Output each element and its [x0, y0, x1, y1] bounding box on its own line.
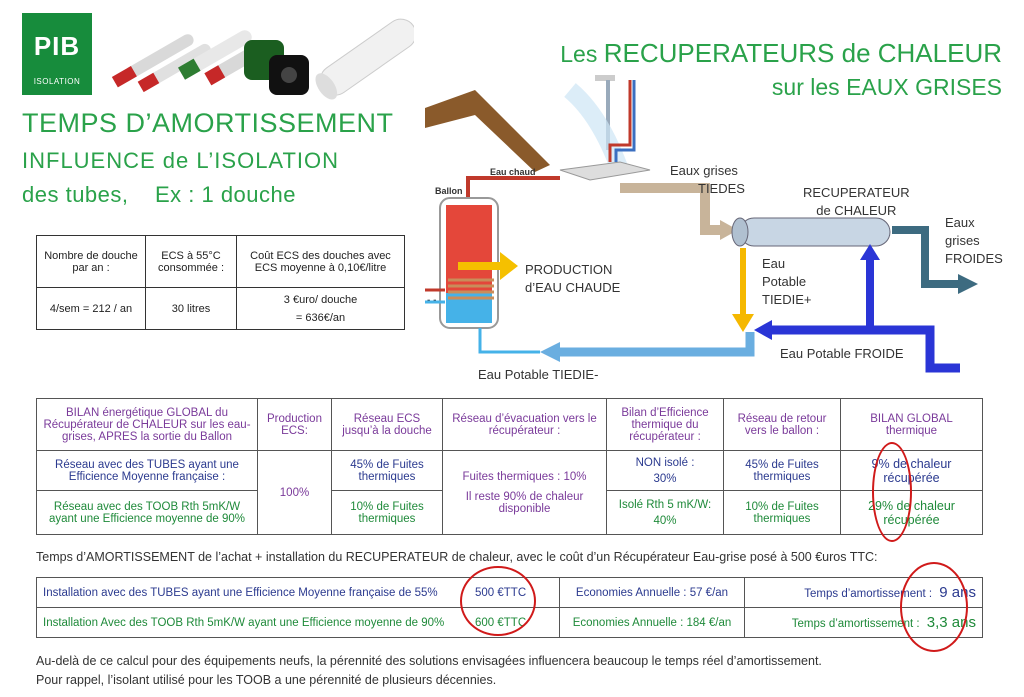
t2-header-global: BILAN GLOBAL thermique — [840, 398, 983, 451]
grey-water-cold-arrow — [892, 226, 960, 288]
highlight-global-ellipse — [872, 442, 912, 542]
page-subtitle-example: des tubes, Ex : 1 douche — [22, 182, 296, 207]
page-subtitle: INFLUENCE de L’ISOLATION — [22, 148, 340, 173]
shower-head-icon — [595, 75, 615, 81]
t2-row1-label: Réseau avec des TUBES ayant une Efficien… — [36, 450, 258, 491]
label-ballon: Ballon — [435, 186, 463, 196]
potable-tiedie-plus-arrow — [740, 248, 746, 318]
right-title-line2: sur les EAUX GRISES — [771, 74, 1002, 100]
global-energy-balance-table: BILAN énergétique GLOBAL du Récupérateur… — [36, 398, 983, 535]
t2-row2-ecs: 10% de Fuites thermiques — [331, 490, 443, 535]
label-minus-sign: - - — [427, 295, 437, 306]
t2-header-efficience: Bilan d’Efficience thermique du récupéra… — [606, 398, 724, 451]
table1-header-ecs: ECS à 55°C consommée : — [145, 235, 237, 288]
label-eau-potable-froide: Eau Potable FROIDE — [780, 346, 904, 361]
production-arrow-icon — [500, 252, 518, 280]
t3-row1-eco: Economies Annuelle : 57 €/an — [559, 577, 745, 608]
shower-tray-icon — [559, 161, 651, 181]
t2-row2-efficience: Isolé Rth 5 mK/W: 40% — [606, 490, 724, 535]
t2-header-production: Production ECS: — [257, 398, 332, 451]
label-eaux-grises-tiedes: Eaux grises TIEDES — [670, 163, 745, 196]
potable-tiedie-minus-arrow — [560, 332, 755, 357]
heat-recovery-diagram — [425, 75, 978, 373]
page-title: TEMPS D’AMORTISSEMENT — [22, 108, 394, 138]
highlight-time-ellipse — [900, 562, 968, 652]
footer-line1: Au-delà de ce calcul pour des équipement… — [36, 654, 822, 668]
grey-water-warm-arrow — [620, 183, 725, 235]
label-recuperateur: RECUPERATEUR de CHALEUR — [803, 185, 910, 218]
shower-cost-table: Nombre de douche par an : ECS à 55°C con… — [36, 235, 405, 330]
t2-evacuation-value: Fuites thermiques : 10% Il reste 90% de … — [442, 450, 607, 535]
heating-coil — [448, 278, 494, 300]
t2-header-reseau-ecs: Réseau ECS jusqu’à la douche — [331, 398, 443, 451]
t2-header-bilan: BILAN énergétique GLOBAL du Récupérateur… — [36, 398, 258, 451]
label-eau-potable-tiedie-plus: Eau Potable TIEDIE+ — [762, 256, 812, 307]
label-eau-potable-tiedie-minus: Eau Potable TIEDIE- — [478, 367, 599, 382]
t2-row1-ecs: 45% de Fuites thermiques — [331, 450, 443, 491]
right-title-line1: Les RECUPERATEURS de CHALEUR — [560, 38, 1002, 68]
table1-header-nombre: Nombre de douche par an : — [36, 235, 146, 288]
t2-row1-efficience: NON isolé : 30% — [606, 450, 724, 491]
t3-row1-label: Installation avec des TUBES ayant une Ef… — [36, 577, 469, 608]
cold-potable-arrow — [770, 325, 960, 373]
production-arrow-bar — [458, 262, 506, 270]
pib-logo: PIB ISOLATION — [22, 13, 92, 95]
roof-shape — [425, 90, 550, 172]
heat-recuperator — [739, 217, 891, 247]
logo-subtitle: ISOLATION — [33, 77, 81, 86]
t2-header-evacuation: Réseau d’évacuation vers le récupérateur… — [442, 398, 607, 451]
amortization-note: Temps d’AMORTISSEMENT de l’achat + insta… — [36, 550, 878, 564]
label-eau-chaud: Eau chaud — [490, 167, 536, 177]
t2-header-retour: Réseau de retour vers le ballon : — [723, 398, 841, 451]
table1-cell-cout: 3 €uro/ douche = 636€/an — [236, 287, 405, 330]
table1-cell-nombre: 4/sem = 212 / an — [36, 287, 146, 330]
t3-row2-label: Installation Avec des TOOB Rth 5mK/W aya… — [36, 607, 469, 638]
logo-brand: PIB — [33, 31, 81, 61]
table1-cell-ecs: 30 litres — [145, 287, 237, 330]
label-eaux-grises-froides: Eaux grises FROIDES — [945, 215, 1003, 266]
label-production-eau-chaude: PRODUCTION d’EAU CHAUDE — [525, 262, 621, 295]
t2-row1-retour: 45% de Fuites thermiques — [723, 450, 841, 491]
t3-row2-eco: Economies Annuelle : 184 €/an — [559, 607, 745, 638]
hot-water-pipe — [466, 176, 560, 198]
t2-row2-retour: 10% de Fuites thermiques — [723, 490, 841, 535]
table1-header-cout: Coût ECS des douches avec ECS moyenne à … — [236, 235, 405, 288]
t2-production-value: 100% — [257, 450, 332, 535]
product-tubes-image — [94, 10, 414, 100]
highlight-price-ellipse — [460, 566, 536, 636]
t2-row2-label: Réseau avec des TOOB Rth 5mK/W ayant une… — [36, 490, 258, 535]
footer-line2: Pour rappel, l’isolant utilisé pour les … — [36, 673, 497, 687]
